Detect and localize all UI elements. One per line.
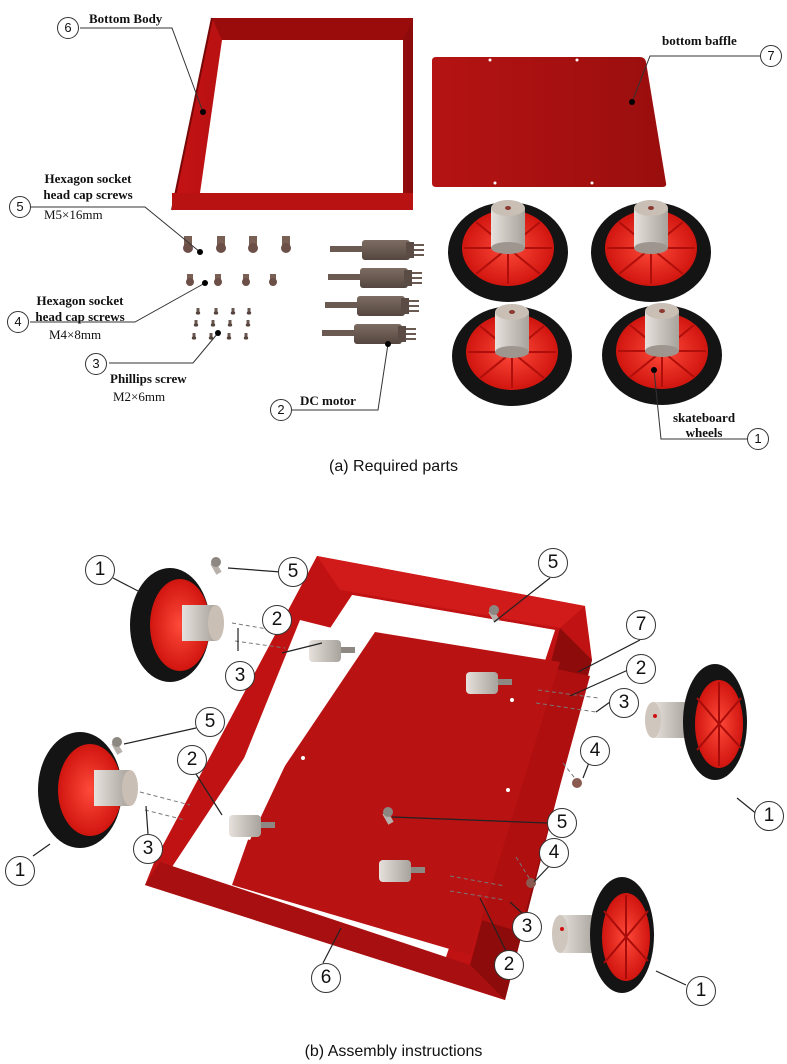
asm-callout-phillips: 3 — [225, 661, 255, 691]
callout-5: 5 — [9, 196, 31, 218]
leader-lines-a — [30, 27, 760, 440]
asm-callout-wheel: 1 — [5, 856, 35, 886]
label-phillips-screw: Phillips screw — [110, 371, 187, 386]
asm-callout-motor: 2 — [626, 654, 656, 684]
label-wheels-line1: skateboard — [672, 410, 736, 425]
asm-callout-wheel: 1 — [686, 976, 716, 1006]
caption-b: (b) Assembly instructions — [304, 1043, 483, 1060]
label-bottom-baffle: bottom baffle — [662, 33, 737, 48]
label-m5-screw-line1: Hexagon socket — [44, 171, 132, 186]
skateboard-wheels-group — [447, 199, 723, 407]
asm-callout-m4-screw: 4 — [580, 736, 610, 766]
m2-screws-group — [191, 308, 252, 340]
label-m4-screw-line2: head cap screws — [35, 309, 125, 324]
asm-callout-phillips: 3 — [512, 912, 542, 942]
asm-callout-m4-screw: 4 — [539, 838, 569, 868]
asm-callout-motor: 2 — [262, 605, 292, 635]
leader-dots-a — [197, 99, 657, 373]
assembly-screws — [111, 557, 582, 888]
assembly-wheels — [38, 568, 748, 994]
asm-callout-m5-screw: 5 — [195, 707, 225, 737]
label-bottom-body: Bottom Body — [89, 11, 163, 26]
asm-callout-bottom-body: 6 — [311, 963, 341, 993]
spec-m5: M5×16mm — [44, 207, 103, 222]
callout-1: 1 — [747, 428, 769, 450]
callout-2: 2 — [270, 399, 292, 421]
callout-3: 3 — [85, 353, 107, 375]
asm-callout-wheel: 1 — [85, 555, 115, 585]
callout-6: 6 — [57, 17, 79, 39]
callout-7: 7 — [760, 45, 782, 67]
label-wheels-line2: wheels — [685, 425, 723, 440]
asm-callout-motor: 2 — [177, 745, 207, 775]
asm-callout-motor: 2 — [494, 950, 524, 980]
bottom-body-part — [171, 17, 413, 211]
m4-screws-group — [186, 274, 277, 286]
spec-m2: M2×6mm — [113, 389, 166, 404]
label-m4-screw-line1: Hexagon socket — [36, 293, 124, 308]
callout-4: 4 — [7, 311, 29, 333]
label-m5-screw-line2: head cap screws — [43, 187, 133, 202]
asm-callout-m5-screw: 5 — [538, 548, 568, 578]
spec-m4: M4×8mm — [49, 327, 102, 342]
asm-callout-m5-screw: 5 — [547, 808, 577, 838]
label-dc-motor: DC motor — [300, 393, 356, 408]
asm-callout-phillips: 3 — [609, 688, 639, 718]
asm-callout-phillips: 3 — [133, 834, 163, 864]
leader-arrows-b — [32, 567, 759, 986]
asm-callout-m5-screw: 5 — [278, 557, 308, 587]
bottom-baffle-part — [432, 57, 667, 187]
assembly-body — [145, 556, 592, 1000]
caption-a: (a) Required parts — [329, 458, 458, 475]
asm-callout-baffle: 7 — [626, 610, 656, 640]
asm-callout-wheel: 1 — [754, 801, 784, 831]
dc-motors-group — [321, 239, 425, 345]
